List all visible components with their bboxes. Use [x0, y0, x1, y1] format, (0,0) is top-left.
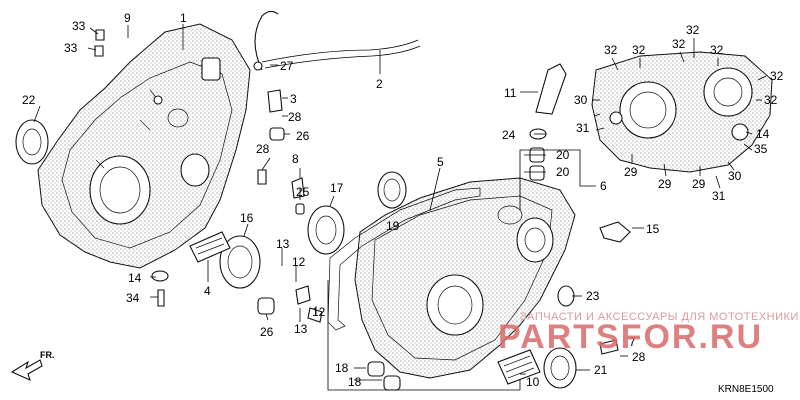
callout-13-lower: 13: [294, 322, 308, 336]
callout-15: 15: [646, 222, 660, 236]
callout-17: 17: [330, 181, 344, 195]
callout-32-c: 32: [672, 37, 686, 51]
callout-1: 1: [180, 11, 187, 25]
callout-28-upper: 28: [288, 110, 302, 124]
callout-26-upper: 26: [296, 129, 310, 143]
bearing-19: [377, 171, 407, 209]
callout-3: 3: [290, 92, 297, 106]
front-direction-indicator: FR.: [10, 350, 55, 382]
callout-20-lower: 20: [556, 165, 570, 179]
watermark-caption: ЗАПЧАСТИ И АКСЕССУАРЫ ДЛЯ МОТОТЕХНИКИ: [520, 311, 799, 323]
callout-28-left: 28: [256, 142, 270, 156]
callout-18-upper: 18: [335, 361, 349, 375]
callout-12-upper: 12: [292, 255, 306, 269]
callout-4: 4: [204, 284, 211, 298]
callout-32-d: 32: [686, 23, 700, 37]
callout-30-left: 30: [574, 93, 588, 107]
callout-34: 34: [126, 291, 140, 305]
callout-33-upper: 33: [72, 19, 86, 33]
callout-32-f: 32: [770, 69, 784, 83]
brackets: [267, 89, 311, 305]
callout-29-b: 29: [658, 177, 672, 191]
callout-31-right: 31: [712, 189, 726, 203]
right-crankcase-half: [354, 177, 576, 379]
callout-31-left: 31: [576, 121, 590, 135]
callout-20-upper: 20: [556, 148, 570, 162]
callout-22: 22: [22, 93, 36, 107]
callout-7: 7: [629, 335, 636, 349]
callout-14-right: 14: [756, 127, 770, 141]
callout-32-b: 32: [632, 43, 646, 57]
oil-hose: [253, 10, 421, 71]
callout-32-e: 32: [710, 43, 724, 57]
leader-lines: [33, 24, 767, 391]
callout-25: 25: [296, 185, 310, 199]
watermark-logo-text: PARTSFOR.RU: [498, 318, 763, 356]
oil-seal-21: [543, 347, 577, 389]
callout-19: 19: [386, 219, 400, 233]
oil-screen-10: [497, 349, 541, 385]
dowel-pins-18: [367, 361, 401, 391]
callout-6: 6: [600, 179, 607, 193]
callout-2: 2: [376, 77, 383, 91]
callout-23: 23: [586, 289, 600, 303]
callout-14-left: 14: [128, 271, 142, 285]
callout-24: 24: [502, 128, 516, 142]
callout-35: 35: [754, 142, 768, 156]
callout-26-lower: 26: [260, 325, 274, 339]
callout-30-right: 30: [728, 169, 742, 183]
callout-12-lower: 12: [312, 305, 326, 319]
seal-23: [557, 285, 575, 307]
callout-16: 16: [240, 211, 254, 225]
bearing-17: [307, 205, 345, 255]
oil-screen-4: [189, 231, 231, 263]
callout-29-a: 29: [624, 165, 638, 179]
callout-32-g: 32: [764, 93, 778, 107]
callout-labels: 1 2 3 4 5 6 7 8 9 10 11 12 12 13 13 14 1…: [22, 11, 784, 389]
callout-11: 11: [504, 86, 517, 100]
crankcase-gasket: [327, 187, 481, 331]
collar-26-upper: [269, 127, 285, 141]
watermark: ЗАПЧАСТИ И АКСЕССУАРЫ ДЛЯ МОТОТЕХНИКИ PA…: [498, 311, 799, 356]
sensor-11: [535, 63, 567, 115]
callout-33-lower: 33: [64, 41, 78, 55]
callout-5: 5: [437, 155, 444, 169]
left-crankcase-half: [37, 23, 251, 269]
callout-28-lower: 28: [632, 350, 646, 364]
diagram-code: KRN8E1500: [718, 384, 774, 395]
callout-29-c: 29: [692, 177, 706, 191]
bolts: [94, 29, 619, 355]
collar-26-lower: [257, 297, 275, 315]
callout-27: 27: [280, 59, 294, 73]
bearing-22: [15, 119, 49, 165]
callout-8: 8: [292, 152, 299, 166]
callout-32-a: 32: [604, 43, 618, 57]
callout-13-upper: 13: [276, 237, 290, 251]
clip-15: [599, 221, 631, 243]
bearing-16: [219, 235, 261, 289]
callout-18-lower: 18: [348, 375, 362, 389]
callout-10: 10: [526, 375, 540, 389]
dowel-pins-20: [529, 147, 545, 181]
right-crankcase-cover: [591, 51, 773, 173]
washer-14-left: [151, 270, 169, 282]
callout-21: 21: [594, 363, 608, 377]
direction-label: FR.: [40, 350, 55, 360]
callout-9: 9: [124, 11, 131, 25]
